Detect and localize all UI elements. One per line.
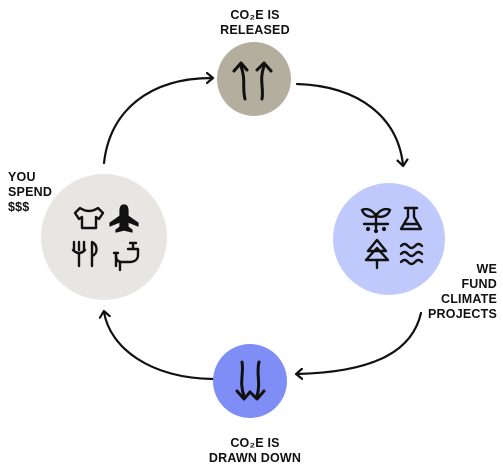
drawn-label: CO₂e IS DRAWN DOWN [195, 436, 315, 466]
released-circle [217, 42, 291, 116]
waves-icon [399, 242, 424, 266]
arrow-drawn-to-spend [104, 312, 215, 381]
node-fund [333, 183, 445, 295]
faucet-icon [112, 241, 140, 272]
node-drawn [213, 344, 287, 418]
tshirt-icon [73, 206, 105, 230]
arrow-fund-to-drawn [297, 311, 423, 374]
drawn-label-line-1: CO₂e IS [230, 436, 280, 450]
utensils-icon [71, 240, 98, 268]
fund-label-line-4: PROJECTS [428, 307, 497, 321]
arrows-up-icon [232, 61, 273, 101]
flask-icon [399, 206, 423, 231]
drawn-label-line-2: DRAWN DOWN [208, 451, 302, 465]
spend-label: YOU SPEND $$$ [8, 170, 52, 215]
spend-circle [41, 174, 167, 300]
node-spend [41, 174, 167, 300]
airplane-icon [109, 204, 139, 233]
spend-label-line-1: YOU [8, 170, 36, 184]
released-label-line-1: CO₂e IS [230, 8, 280, 22]
sprout-icon [360, 207, 392, 234]
fund-circle [333, 183, 445, 295]
fund-label: WE FUND CLIMATE PROJECTS [402, 262, 497, 322]
fund-label-line-3: CLIMATE [440, 292, 497, 306]
drawn-circle [213, 344, 287, 418]
node-released [217, 42, 291, 116]
fund-label-line-1: WE [476, 262, 497, 276]
fund-label-line-2: FUND [461, 277, 497, 291]
released-label: CO₂e IS RELEASED [205, 8, 305, 38]
tree-icon [364, 238, 390, 270]
arrows-down-icon [235, 360, 266, 401]
arrow-released-to-fund [295, 82, 403, 165]
arrow-spend-to-released [102, 78, 212, 165]
cycle-arrows [102, 78, 423, 381]
spend-label-line-2: SPEND [8, 185, 53, 199]
released-label-line-2: RELEASED [220, 23, 290, 37]
spend-label-line-3: $$$ [8, 200, 30, 214]
